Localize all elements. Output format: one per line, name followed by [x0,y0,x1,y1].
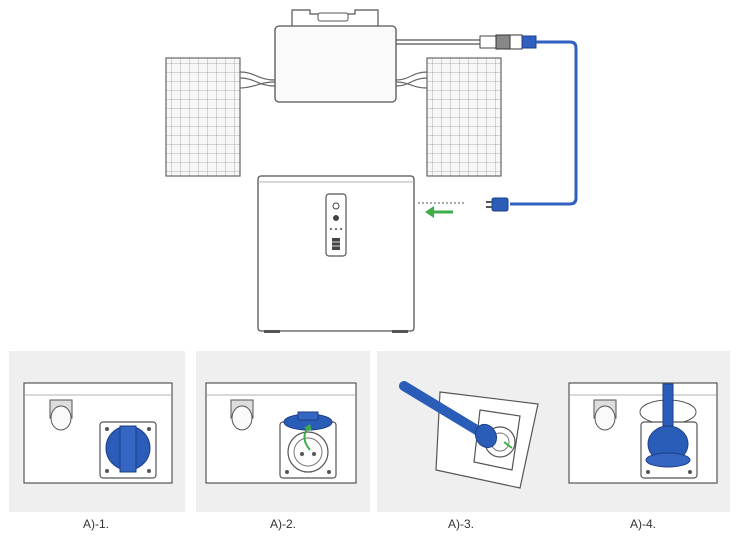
caption-step4: A)-4. [603,517,683,531]
mc4-connector-icon [480,35,536,49]
caption-step3: A)-3. [421,517,501,531]
battery-station-icon [258,176,414,333]
step2-socket-open [206,383,356,483]
step1-socket-closed [24,383,172,483]
solar-panel-left-icon [166,58,240,176]
ac-cable [510,42,576,204]
step4-plug-inserted [569,383,717,483]
caption-step1: A)-1. [56,517,136,531]
arrow-left-icon [425,206,453,218]
ac-plug-icon [486,198,508,211]
caption-step2: A)-2. [243,517,323,531]
solar-panel-right-icon [427,58,501,176]
